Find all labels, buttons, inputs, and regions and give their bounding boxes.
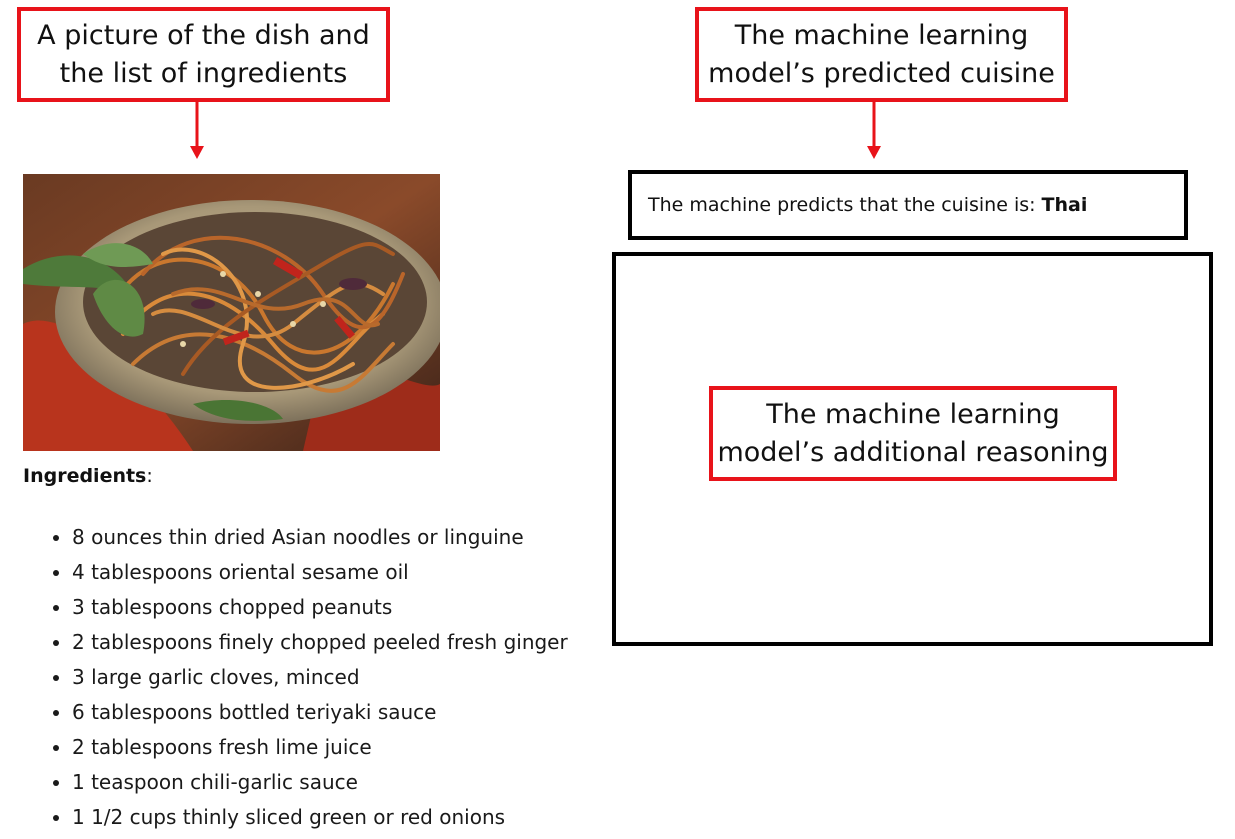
ingredient-item: 2 tablespoons fresh lime juice <box>72 730 568 765</box>
ingredient-item: 6 tablespoons bottled teriyaki sauce <box>72 695 568 730</box>
ingredient-item: 8 ounces thin dried Asian noodles or lin… <box>72 520 568 555</box>
ingredient-item: 1 1/2 cups thinly sliced green or red on… <box>72 800 568 835</box>
ingredient-item: 4 tablespoons oriental sesame oil <box>72 555 568 590</box>
dish-photo <box>23 174 440 451</box>
callout-cuisine-line-2: model’s predicted cuisine <box>708 57 1055 89</box>
ingredient-item: 3 tablespoons chopped peanuts <box>72 590 568 625</box>
ingredients-heading-colon: : <box>146 465 153 487</box>
callout-reasoning-line-1: The machine learning <box>766 398 1060 430</box>
ingredient-list: 8 ounces thin dried Asian noodles or lin… <box>23 520 568 835</box>
callout-cuisine-line-1: The machine learning <box>734 19 1029 51</box>
prediction-box: The machine predicts that the cuisine is… <box>628 170 1188 240</box>
ingredient-item: 2 tablespoons finely chopped peeled fres… <box>72 625 568 660</box>
ingredient-item: 3 large garlic cloves, minced <box>72 660 568 695</box>
arrow-down-icon <box>867 102 881 159</box>
ingredients-heading-label: Ingredients <box>23 465 147 487</box>
arrow-down-icon <box>190 102 204 159</box>
callout-reasoning-line-2: model’s additional reasoning <box>717 436 1109 468</box>
callout-predicted-cuisine: The machine learning model’s predicted c… <box>695 7 1068 102</box>
prediction-prefix: The machine predicts that the cuisine is… <box>648 194 1036 216</box>
callout-dish-and-ingredients: A picture of the dish and the list of in… <box>17 7 390 102</box>
callout-additional-reasoning: The machine learning model’s additional … <box>709 386 1117 481</box>
ingredient-item: 1 teaspoon chili-garlic sauce <box>72 765 568 800</box>
callout-dish-line-2: the list of ingredients <box>59 57 348 89</box>
callout-dish-line-1: A picture of the dish and <box>37 19 370 51</box>
ingredients-heading: Ingredients: <box>23 465 153 487</box>
noodle-bowl-illustration <box>23 174 440 451</box>
predicted-cuisine: Thai <box>1041 194 1088 216</box>
prediction-text: The machine predicts that the cuisine is… <box>648 174 1087 236</box>
